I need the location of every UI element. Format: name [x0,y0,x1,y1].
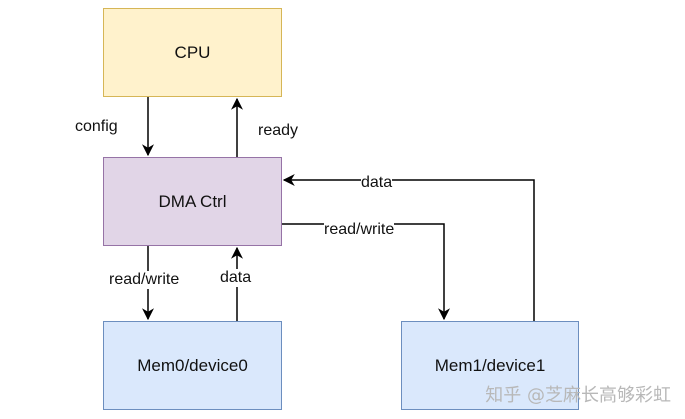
mem0-label: Mem0/device0 [137,355,248,375]
mem1-label: Mem1/device1 [434,355,546,375]
dma-ctrl-node: DMA Ctrl [103,157,282,246]
edge-label-read-write-mem1: read/write [324,221,395,239]
mem0-node: Mem0/device0 [103,321,282,410]
edge-label-ready: ready [258,122,299,140]
dma-ctrl-label: DMA Ctrl [158,191,227,211]
edge-data-mem1 [282,174,535,321]
edge-label-read-write-mem0: read/write [109,271,180,289]
cpu-label: CPU [174,42,211,62]
edge-label-config: config [75,118,118,136]
edge-label-data-mem1: data [361,174,393,192]
edge-label-data-mem0: data [220,269,252,287]
watermark: 知乎 @芝麻长高够彩虹 [485,385,671,406]
cpu-node: CPU [103,8,282,97]
mem1-node: Mem1/device1 [401,321,579,410]
